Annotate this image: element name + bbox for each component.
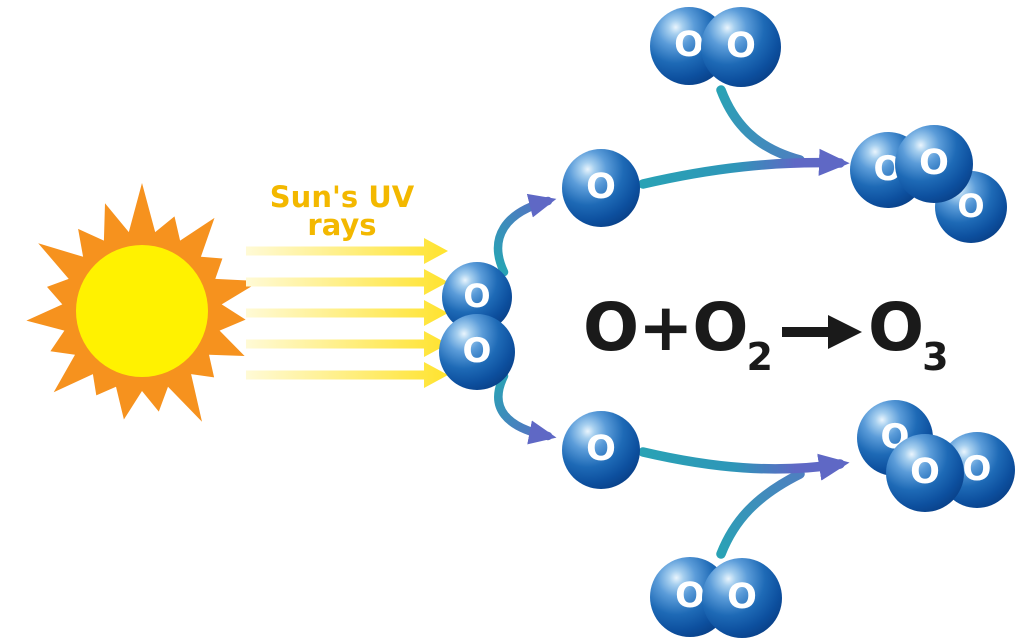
atom-letter: O (910, 452, 940, 492)
split-arrow-up (493, 193, 557, 277)
o2-join-arrow-top (716, 85, 805, 165)
uv-ray-arrow (246, 362, 448, 388)
atom-letter: O (726, 26, 756, 66)
atom-letter: O (962, 449, 992, 489)
combine-arrow-top (638, 148, 850, 189)
oxygen-atom-sphere: O (439, 314, 515, 390)
atom-letter: O (727, 577, 757, 617)
equation-term-o2: O (692, 288, 748, 366)
split-arrow-down (494, 371, 557, 445)
equation-right-arrow-icon (781, 315, 862, 349)
uv-ray-arrow (246, 331, 448, 357)
oxygen-atom-sphere: O (895, 125, 973, 203)
o2-join-arrow-bottom (716, 469, 805, 559)
free-oxygen-atom-lower: O (562, 411, 640, 489)
free-oxygen-atom-upper: O (562, 149, 640, 227)
reaction-arrows (493, 85, 850, 559)
sun-core (76, 245, 208, 377)
atom-letter: O (462, 331, 492, 371)
uv-ray-arrows (246, 238, 448, 388)
uv-ray-arrow (246, 238, 448, 264)
equation-subscript-2: 2 (746, 335, 773, 379)
equation-term-o3: O (867, 288, 924, 366)
oxygen-atom-sphere: O (702, 558, 782, 638)
atom-letter: O (919, 143, 949, 183)
atom-letter: O (957, 187, 985, 225)
atom-letter: O (463, 277, 491, 315)
chemical-equation: O + O 2 O 3 (583, 281, 949, 380)
uv-rays-label: Sun's UV rays (252, 180, 432, 242)
atom-letter: O (586, 167, 616, 207)
combine-arrow-bottom (638, 447, 850, 481)
atom-letter: O (586, 429, 616, 469)
sun-icon (26, 183, 261, 422)
oxygen-atom-sphere: O (701, 7, 781, 87)
uv-ray-arrow (246, 269, 448, 295)
uv-rays-label-line1: Sun's UV (269, 180, 415, 214)
uv-rays-label-line2: rays (307, 208, 377, 242)
atom-letter: O (674, 25, 704, 65)
equation-term-o: O (583, 288, 639, 366)
atom-letter: O (675, 576, 705, 616)
oxygen-atom-sphere: O (886, 434, 964, 512)
equation-plus: + (638, 288, 693, 366)
equation-subscript-3: 3 (922, 335, 948, 379)
uv-ray-arrow (246, 300, 448, 326)
